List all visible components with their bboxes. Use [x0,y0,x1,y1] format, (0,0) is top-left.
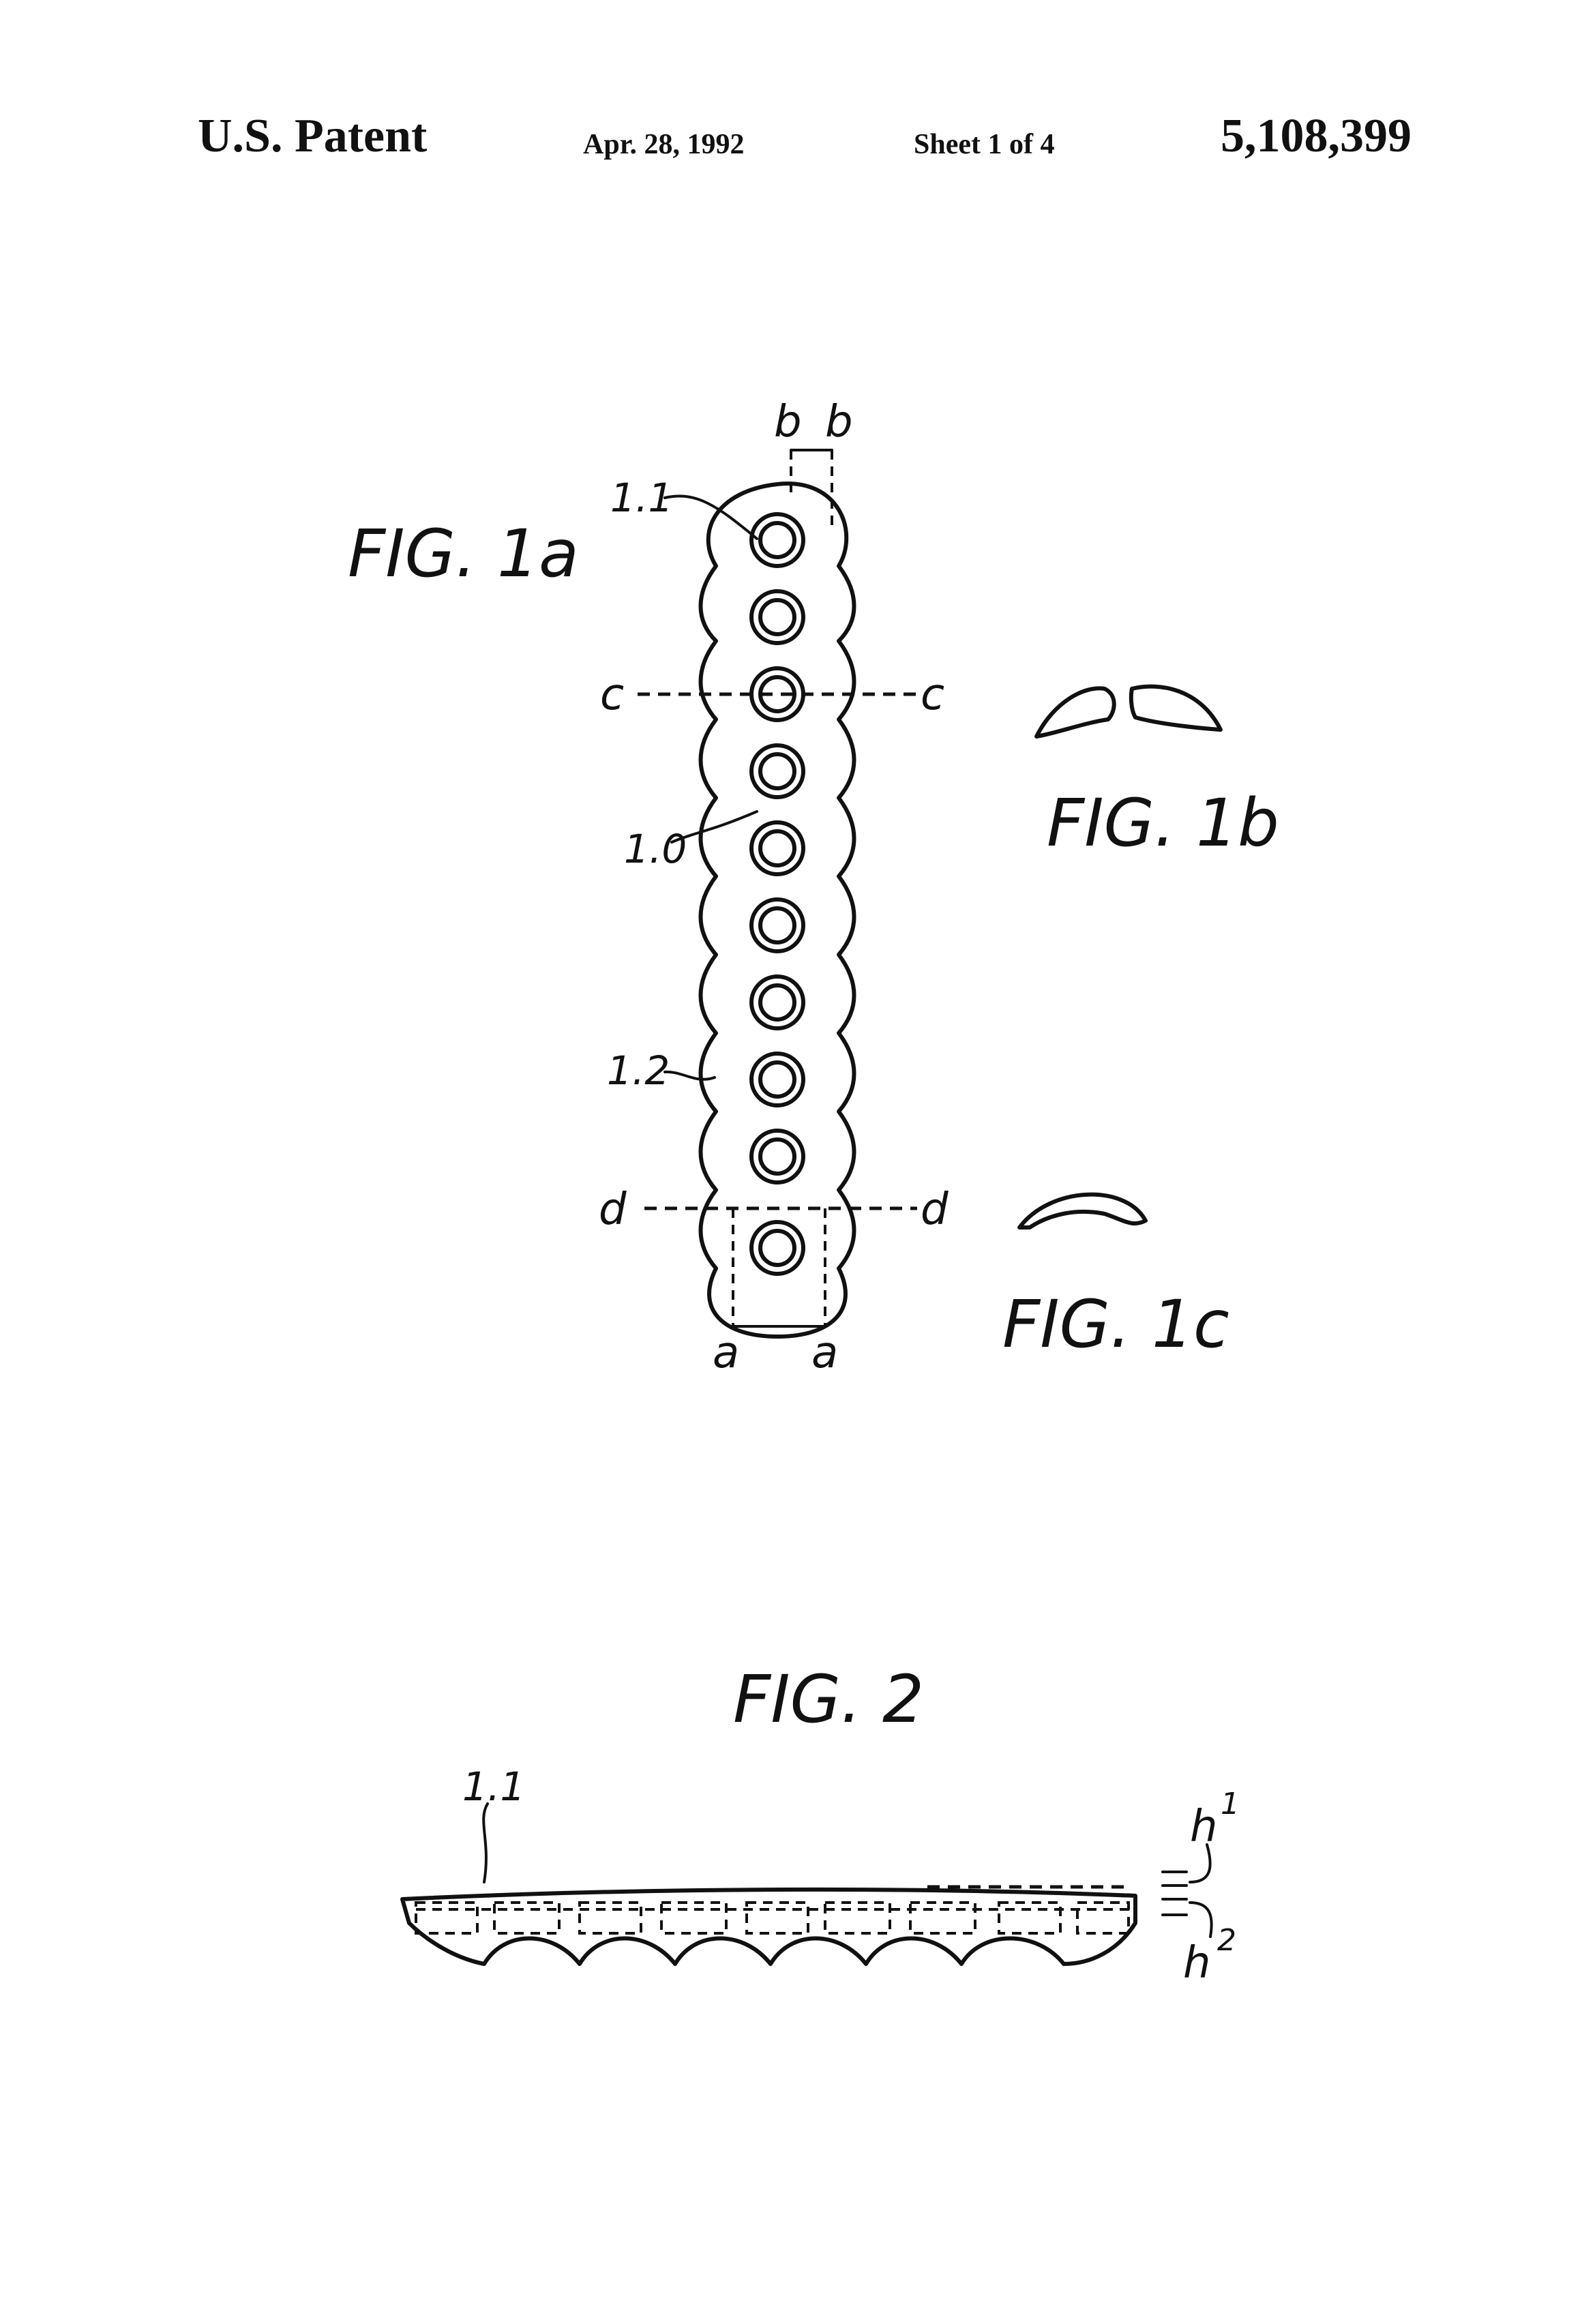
dimension-marks [1163,1845,1212,1937]
section-line-a: a a [713,1208,838,1378]
screw-holes [751,514,803,1274]
ref-1-0-label: 1.0 [624,826,687,872]
h2-superscript: 2 [1217,1923,1236,1958]
line-d-label: d [921,1185,949,1235]
section-line-d: d d [599,1185,949,1235]
h1-letter: h [1190,1802,1218,1852]
fig-1a-label: FIG. 1a [348,516,579,592]
plate-side-profile [402,1890,1135,1964]
line-d-label: d [599,1185,627,1235]
fig2-ref-1-1-callout: 1.1 [462,1763,525,1882]
ref-1-1-callout: 1.1 [610,475,757,539]
fig-2-label: FIG. 2 [733,1661,924,1738]
h2-letter: h [1183,1938,1211,1988]
line-c-label: c [921,670,944,720]
screw-hole [751,899,803,951]
fig1b-cross-section: FIG. 1b [1036,687,1279,861]
cross-section-right [1131,687,1221,730]
ref-1-2-label: 1.2 [607,1047,670,1094]
screw-hole [751,591,803,643]
ref-1-0-callout: 1.0 [624,811,757,872]
screw-hole [751,1054,803,1105]
ref-1-2-callout: 1.2 [607,1047,715,1094]
line-b-label: b [774,397,802,447]
screw-hole [751,514,803,566]
screw-hole [751,1131,803,1182]
screw-hole-sections [416,1903,1129,1933]
screw-hole [751,745,803,797]
fig2-ref-1-1-label: 1.1 [462,1763,525,1810]
cross-section-arc [1019,1195,1146,1227]
fig1c-cross-section: FIG. 1c [1002,1195,1229,1362]
fig2-side-view: FIG. 2 1.1 h 1 [402,1661,1240,1988]
cross-section-left [1036,688,1114,736]
screw-hole [751,822,803,874]
screw-hole [751,1222,803,1274]
screw-hole [751,977,803,1028]
h1-superscript: 1 [1221,1787,1240,1821]
fig1a-bone-plate: b b c c d d a a 1.1 1.0 [348,397,949,1378]
line-c-label: c [600,670,624,720]
line-b-label: b [825,397,853,447]
screw-hole [751,668,803,720]
line-a-label: a [811,1328,838,1378]
line-a-label: a [713,1328,739,1378]
fig-1b-label: FIG. 1b [1047,785,1279,861]
fig-1c-label: FIG. 1c [1002,1286,1229,1362]
ref-1-1-label: 1.1 [610,475,673,521]
h1-label: h 1 [1190,1787,1240,1852]
